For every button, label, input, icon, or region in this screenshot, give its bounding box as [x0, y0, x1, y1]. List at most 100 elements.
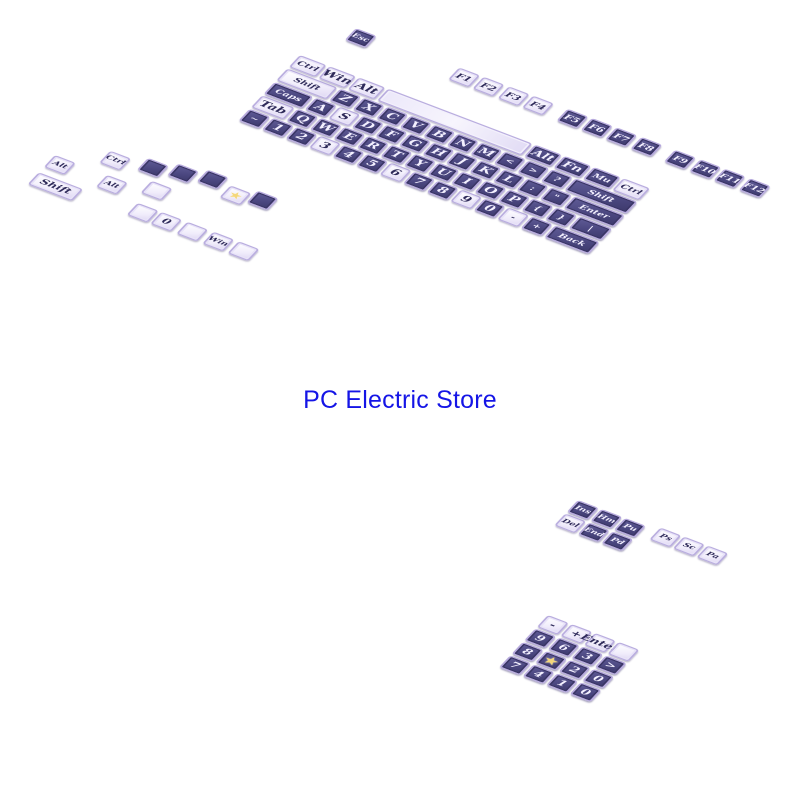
key-c-r3-legend: C — [383, 110, 402, 123]
key-n3-r0-legend: 3 — [316, 139, 334, 152]
key-numpad-period-32-legend: > — [602, 659, 620, 672]
key-y-r1-legend: Y — [411, 157, 429, 170]
key-b-r3-legend: B — [430, 127, 449, 141]
key-numpad-n8-01-legend: 8 — [519, 646, 536, 658]
key-numpad-zero-30-legend: 0 — [577, 686, 594, 698]
key-back-r0-legend: Back — [556, 231, 588, 248]
key-n9-r0-legend: 9 — [457, 193, 475, 206]
key-f4-legend: F4 — [527, 99, 549, 112]
key-numpad-n2-21-legend: 2 — [567, 664, 583, 676]
key-extra-shift: Shift — [27, 172, 84, 202]
key-numpad-n1-20-legend: 1 — [554, 677, 570, 689]
key-f12-legend: F12 — [741, 181, 768, 195]
key-p-r1-legend: P — [505, 193, 524, 206]
key-f7-legend: F7 — [611, 131, 632, 144]
key-backslash-r1-legend: | — [585, 224, 596, 233]
key-numpad-star-11-legend: ★ — [541, 653, 562, 668]
watermark-text: PC Electric Store — [303, 386, 497, 414]
key-home-legend: Hm — [595, 512, 618, 525]
key-x-r3-legend: X — [359, 101, 378, 114]
key-rbracket-r1-legend: } — [555, 213, 567, 222]
key-ctrl-r4-legend: Ctrl — [294, 59, 321, 74]
key-f11-legend: F11 — [717, 171, 743, 186]
key-quote-r2-legend: " — [550, 193, 562, 202]
key-extra-icon4 — [246, 190, 280, 211]
key-f-r2-legend: F — [383, 128, 401, 141]
key-extra-light1 — [140, 180, 173, 201]
key-extra-alt: Alt — [43, 155, 76, 175]
key-extra-ctrl-legend: Ctrl — [103, 154, 127, 167]
key-pgup-legend: Pu — [621, 522, 639, 533]
key-extra-icon3 — [196, 169, 229, 190]
key-del-legend: Del — [560, 517, 581, 529]
key-a-r2-legend: A — [312, 101, 330, 114]
key-f6-legend: F6 — [586, 121, 608, 135]
key-end-legend: End — [582, 526, 606, 539]
key-o-r1-legend: O — [481, 183, 501, 197]
key-v-r3-legend: V — [407, 119, 425, 132]
key-n0-r0-legend: 0 — [481, 202, 499, 215]
key-pause: Pa — [696, 545, 729, 566]
key-numpad-n6-12-legend: 6 — [556, 642, 572, 653]
key-f5-legend: F5 — [561, 112, 583, 125]
key-n-r3-legend: N — [453, 136, 473, 150]
key-scroll-legend: Sc — [681, 541, 698, 552]
key-g-r2-legend: G — [405, 136, 425, 150]
key-extra-icon1 — [136, 157, 170, 178]
key-ins-legend: Ins — [573, 504, 593, 516]
key-u-r1-legend: U — [434, 165, 454, 179]
key-period-r3-legend: > — [526, 165, 541, 175]
key-h-r2-legend: H — [428, 145, 449, 159]
key-f3-legend: F3 — [503, 90, 524, 103]
key-prtsc-legend: Ps — [657, 532, 674, 543]
key-tilde-r0-legend: ~ — [247, 114, 262, 124]
key-n1-r0-legend: 1 — [269, 121, 287, 134]
key-n8-r0-legend: 8 — [434, 184, 452, 197]
key-n4-r0-legend: 4 — [340, 148, 358, 161]
key-fn-r4-legend: Fn — [559, 158, 586, 175]
key-esc-legend: Esc — [350, 31, 372, 44]
key-lbracket-r1-legend: { — [531, 204, 544, 213]
key-extra-win-legend: Win — [206, 235, 230, 248]
key-f2-legend: F2 — [478, 80, 499, 93]
key-pgdn-legend: Pd — [608, 536, 627, 547]
key-slash-r3-legend: ? — [551, 175, 563, 184]
key-numpad-n9-02-legend: 9 — [532, 633, 548, 644]
key-n7-r0-legend: 7 — [410, 175, 428, 188]
key-extra-zero-legend: 0 — [158, 216, 174, 227]
key-m-r3-legend: M — [475, 145, 498, 160]
key-n5-r0-legend: 5 — [363, 157, 381, 170]
key-l-r2-legend: L — [500, 172, 518, 186]
key-numpad-n4-10-legend: 4 — [530, 668, 547, 680]
key-comma-r3-legend: < — [503, 156, 517, 166]
key-d-r2-legend: D — [358, 118, 378, 132]
key-f8: F8 — [630, 136, 663, 157]
key-semicolon-r2-legend: : — [527, 184, 538, 192]
key-minus-r0-legend: - — [508, 213, 519, 222]
key-extra-alt2-legend: Alt — [102, 179, 122, 190]
key-s-r2-legend: S — [335, 110, 354, 123]
key-r-r1-legend: R — [363, 139, 383, 152]
key-numpad-minus-03-legend: - — [546, 620, 559, 630]
key-f9-legend: F9 — [670, 154, 690, 166]
key-extra-light3 — [175, 221, 209, 242]
key-f8-legend: F8 — [636, 140, 657, 153]
key-extra-icon5 — [227, 241, 260, 262]
key-extra-alt-legend: Alt — [50, 159, 70, 170]
key-e-r1-legend: E — [340, 130, 359, 143]
key-f10-legend: F10 — [692, 162, 718, 177]
key-numpad-zero-31-legend: 0 — [590, 673, 606, 685]
key-f1-legend: F1 — [453, 71, 475, 84]
key-j-r2-legend: J — [455, 155, 470, 167]
key-ctrl-r4-legend: Ctrl — [618, 182, 645, 197]
key-f12: F12 — [738, 178, 771, 199]
key-k-r2-legend: K — [476, 163, 496, 177]
key-q-r1-legend: Q — [293, 112, 313, 125]
key-alt-r4-legend: Alt — [528, 147, 558, 164]
key-extra-win: Win — [201, 231, 235, 252]
key-extra-shift-legend: Shift — [37, 177, 74, 197]
key-t-r1-legend: T — [387, 148, 406, 161]
key-z-r3-legend: Z — [336, 92, 355, 105]
key-extra-ctrl: Ctrl — [99, 150, 132, 171]
